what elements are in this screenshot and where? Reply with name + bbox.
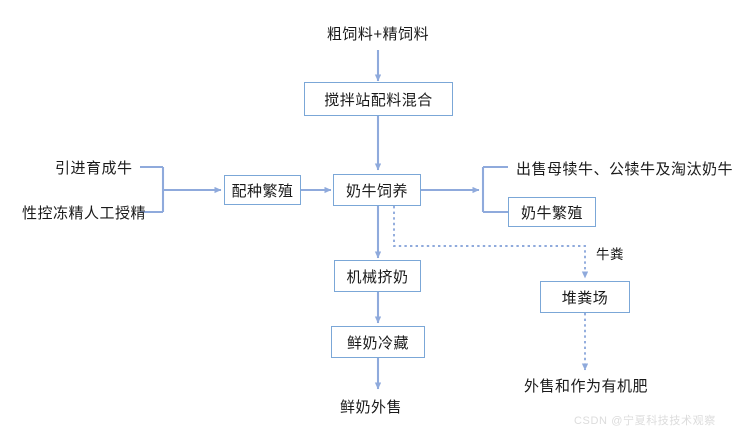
label-milk-sale: 鲜奶外售 bbox=[340, 398, 403, 416]
watermark: CSDN @宁夏科技技术观察 bbox=[574, 415, 716, 427]
label-sexed-semen-ai: 性控冻精人工授精 bbox=[22, 204, 147, 222]
node-mix-station[interactable]: 搅拌站配料混合 bbox=[304, 82, 453, 116]
label-manure-sale: 外售和作为有机肥 bbox=[524, 377, 649, 395]
label-sell-calves: 出售母犊牛、公犊牛及淘汰奶牛 bbox=[516, 160, 734, 178]
node-breeding[interactable]: 配种繁殖 bbox=[224, 175, 301, 205]
node-cow-feeding[interactable]: 奶牛饲养 bbox=[333, 174, 421, 206]
node-manure-yard[interactable]: 堆粪场 bbox=[540, 281, 630, 313]
label-feed-input: 粗饲料+精饲料 bbox=[326, 26, 430, 43]
label-manure: 牛粪 bbox=[596, 247, 624, 262]
node-cow-reproduction[interactable]: 奶牛繁殖 bbox=[508, 197, 596, 227]
label-introduce-heifer: 引进育成牛 bbox=[55, 159, 133, 177]
node-machine-milking[interactable]: 机械挤奶 bbox=[334, 260, 421, 292]
node-milk-cold-storage[interactable]: 鲜奶冷藏 bbox=[331, 326, 425, 358]
